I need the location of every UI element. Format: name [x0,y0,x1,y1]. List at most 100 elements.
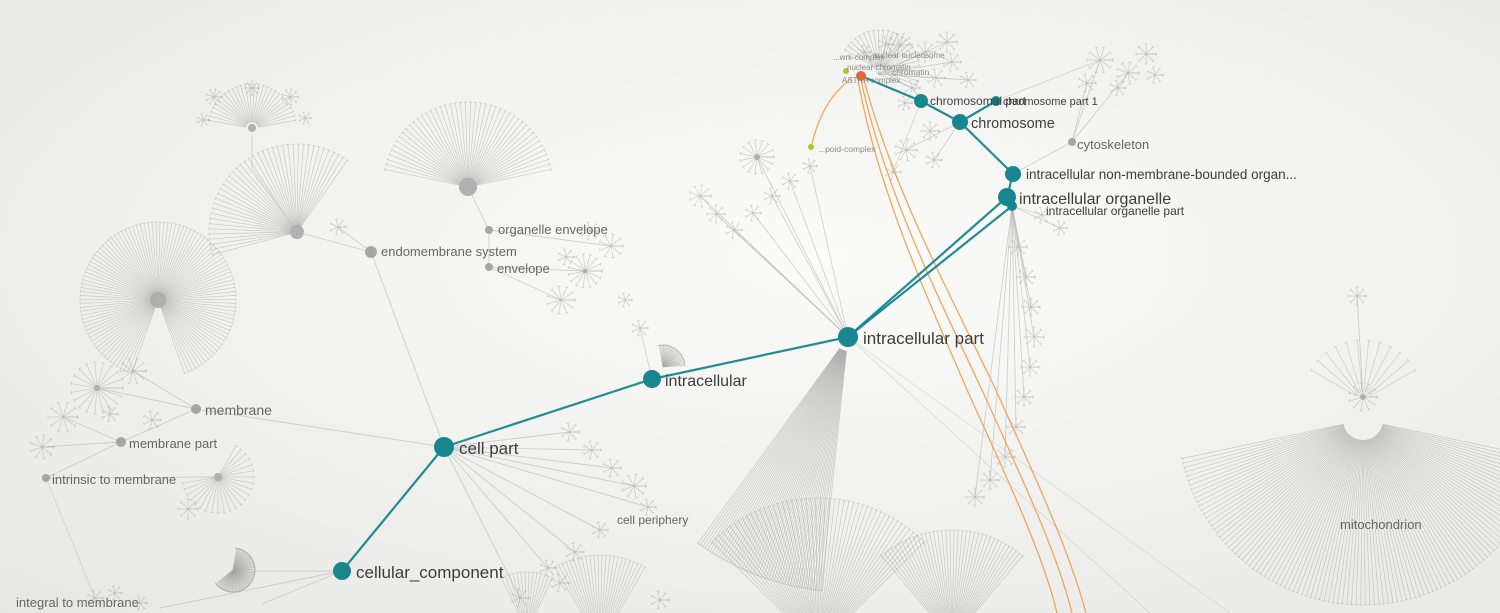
term-label: endomembrane system [381,244,517,259]
cluster-burst [79,221,237,375]
cluster-burst [1086,46,1114,74]
node-chromosome[interactable] [952,114,968,130]
cluster-burst [107,585,123,601]
relation-edge-orange [857,79,1058,613]
graph-node-minor[interactable] [485,226,493,234]
node-chromosomal-part[interactable] [914,94,928,108]
cluster-burst [942,52,962,72]
graph-edge [1071,59,1101,143]
graph-node-minor[interactable] [42,474,50,482]
term-label: mitochondrion [1340,517,1422,532]
graph-edge [467,186,490,231]
graph-node-minor[interactable] [485,263,493,271]
node-label-cellular-component[interactable]: cellular_component [356,563,504,582]
node-cell-part[interactable] [434,437,454,457]
cluster-layer [29,29,1500,613]
cluster-burst [550,573,570,593]
graph-node-minor[interactable] [1068,138,1076,146]
cluster-burst [281,88,299,106]
graph-edge [296,231,372,253]
relation-edge-orange [860,79,1073,613]
cluster-burst [887,32,913,58]
cluster-burst [920,121,940,141]
graph-edge [1071,72,1129,143]
graph-edge [443,446,635,487]
cluster-burst [897,95,913,111]
cluster-burst [214,547,256,593]
graph-edge [877,73,969,81]
node-non-membrane-bounded-organelle[interactable] [1005,166,1021,182]
graph-edge [443,446,601,531]
graph-edge [877,41,948,75]
node-label-chromosome[interactable]: chromosome [971,116,1055,132]
graph-edge [261,570,343,605]
highlight-path-layer [341,74,1015,572]
cluster-burst [802,158,818,174]
node-intracellular[interactable] [643,370,661,388]
cluster-burst [582,440,602,460]
term-label: ASTRA complex [842,76,900,85]
cluster-burst [208,143,349,257]
node-label-cell-part[interactable]: cell part [459,439,519,458]
graph-edge [1356,295,1364,398]
term-label: intrinsic to membrane [52,472,176,487]
graph-node-minor[interactable] [116,437,126,447]
cluster-burst [567,253,603,289]
cluster-burst [1348,382,1378,412]
term-label: cell periphery [617,513,688,527]
highlight-path-edge [651,335,849,381]
node-intracellular-organelle-part[interactable] [1007,201,1017,211]
graph-edge [337,226,372,253]
cluster-burst [196,113,210,127]
term-label: nuclear nucleosome [873,51,945,60]
graph-edge [120,408,197,443]
node-accent-0[interactable] [843,68,849,74]
graph-edge [443,446,649,508]
cluster-burst [553,554,647,613]
node-label-intracellular-organelle-part[interactable]: intracellular organelle part [1046,204,1185,218]
graph-edge [905,121,961,151]
graph-edge [756,156,849,338]
graph-edge [847,336,1151,613]
cluster-burst [1116,61,1140,85]
cluster-burst [1135,43,1157,65]
graph-edge [809,165,849,338]
term-label: cytoskeleton [1077,137,1149,152]
graph-edge [1011,205,1061,229]
node-label-intracellular-organelle[interactable]: intracellular organelle [1019,191,1171,208]
graph-edge [1011,205,1025,398]
node-label-chromosome-part-1[interactable]: chromosome part 1 [1003,96,1098,108]
graph-node-minor[interactable] [191,404,201,414]
term-label: organelle envelope [498,222,608,237]
highlight-path-edge [341,446,445,572]
graph-edge [877,44,901,75]
cluster-burst [959,71,977,89]
node-chromosome-part-1[interactable] [991,96,1001,106]
term-label: ...wrk-complex [833,53,885,62]
graph-edge [995,59,1101,102]
node-label-intracellular-part[interactable]: intracellular part [863,329,984,348]
graph-node-minor[interactable] [365,246,377,258]
node-nucleosome-hub[interactable] [856,71,866,81]
term-label: ...poid-complex [818,144,876,154]
graph-edge [1004,205,1013,458]
node-label-chromosomal-part[interactable]: chromosomal part [930,94,1027,108]
orange-edge-layer [811,77,1087,613]
graph-edge [443,446,593,451]
graph-edge [847,336,1231,613]
node-label-intracellular[interactable]: intracellular [665,373,747,390]
node-label-non-membrane-bounded-organelle[interactable]: intracellular non-membrane-bounded organ… [1026,167,1297,182]
term-label: integral to membrane [16,595,139,610]
graph-edge [159,570,343,609]
highlight-path-edge [847,196,1008,338]
graph-edge [989,205,1013,481]
graph-edge [789,180,849,338]
cluster-burst [1109,79,1127,97]
node-cellular-component[interactable] [333,562,351,580]
cluster-burst [657,344,686,368]
node-accent-1[interactable] [808,144,814,150]
node-intracellular-part[interactable] [838,327,858,347]
graph-edge [443,446,521,599]
